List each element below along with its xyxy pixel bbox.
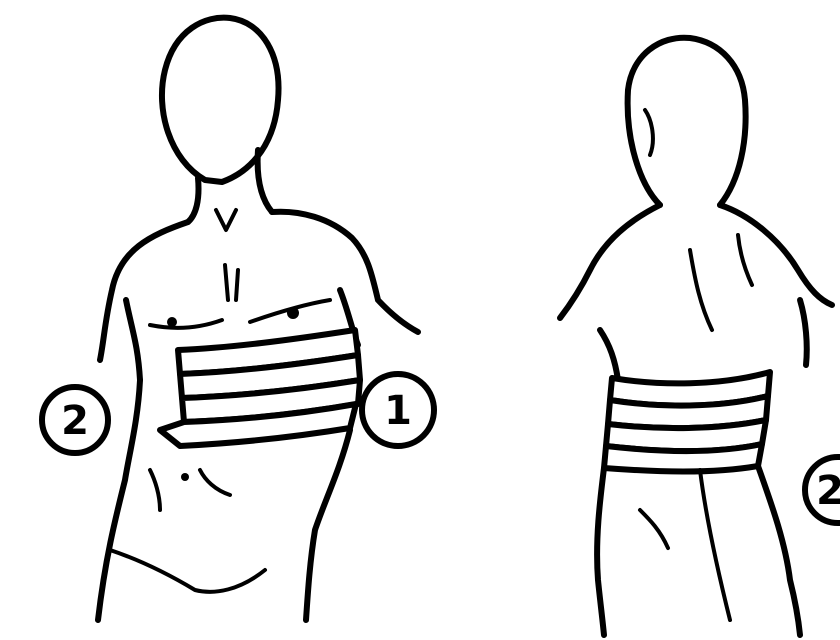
marker-front-1-label: 1 (384, 388, 412, 434)
front-torso-right (306, 430, 350, 620)
marker-front-1: 1 (362, 374, 434, 446)
back-right-shoulder-arm (720, 205, 832, 305)
front-neck (188, 150, 272, 222)
back-head (628, 38, 746, 205)
back-bandage (604, 372, 770, 472)
marker-front-2: 2 (42, 387, 108, 453)
back-torso-left (597, 468, 604, 635)
front-bandage (160, 330, 360, 446)
front-figure (98, 18, 418, 620)
back-figure (560, 38, 832, 635)
marker-front-2-label: 2 (61, 398, 89, 444)
back-torso-right (758, 466, 800, 635)
front-left-shoulder-arm (100, 222, 188, 360)
marker-back-2-label: 2 (816, 468, 840, 514)
marker-back-2: 2 (805, 457, 840, 523)
back-left-shoulder-arm (560, 205, 660, 318)
front-head (162, 18, 279, 182)
